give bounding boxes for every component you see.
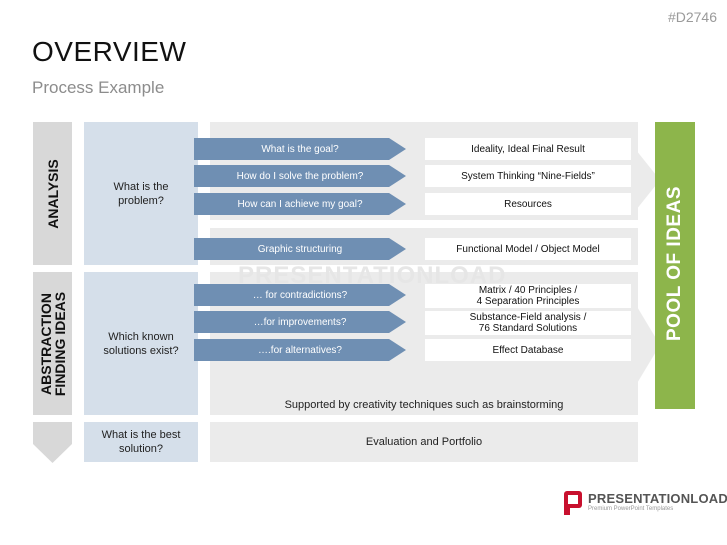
- down-arrow-icon: [33, 422, 72, 463]
- step-arrow-achieve: How can I achieve my goal?: [194, 193, 406, 215]
- question-solutions-line1: Which known: [108, 330, 174, 343]
- result-ideality-text: Ideality, Ideal Final Result: [471, 143, 585, 155]
- supported-note: Supported by creativity techniques such …: [284, 399, 564, 411]
- result-substance-field-line1: Substance-Field analysis /: [469, 312, 587, 323]
- question-best-line2: solution?: [118, 443, 164, 455]
- question-box-best-solution: What is the best solution?: [84, 422, 198, 462]
- page-subtitle: Process Example: [32, 78, 165, 97]
- result-resources-text: Resources: [504, 198, 552, 210]
- result-box-functional-model: Functional Model / Object Model: [425, 238, 631, 260]
- result-substance-field-line2: 76 Standard Solutions: [478, 323, 578, 334]
- abstraction-phase-bar: ABSTRACTION FINDING IDEAS: [33, 272, 72, 415]
- result-box-effect-database: Effect Database: [425, 339, 631, 361]
- result-functional-model-text: Functional Model / Object Model: [456, 243, 600, 255]
- footer-brand: PRESENTATIONLOAD: [588, 491, 727, 506]
- result-box-substance-field: Substance-Field analysis /76 Standard So…: [425, 311, 631, 335]
- analysis-phase-bar: ANALYSIS: [33, 122, 72, 265]
- abstraction-label-line2: FINDING IDEAS: [52, 291, 68, 397]
- page-title: OVERVIEW: [32, 36, 187, 67]
- result-system-thinking-text: System Thinking “Nine-Fields”: [461, 170, 595, 182]
- footer-tagline: Premium PowerPoint Templates: [588, 506, 674, 512]
- evaluation-band: [210, 422, 638, 462]
- evaluation-label: Evaluation and Portfolio: [365, 436, 483, 448]
- step-arrow-improvements: …for improvements?: [194, 311, 406, 333]
- result-box-ideality: Ideality, Ideal Final Result: [425, 138, 631, 160]
- question-problem-line2: problem?: [118, 194, 164, 207]
- abstraction-label-line1: ABSTRACTION: [38, 293, 54, 395]
- step-arrow-contradictions: … for contradictions?: [194, 284, 406, 306]
- step-arrow-alternatives: ….for alternatives?: [194, 339, 406, 361]
- result-matrix-line2: 4 Separation Principles: [476, 296, 580, 307]
- question-problem-line1: What is the: [113, 180, 169, 193]
- abstraction-label: ABSTRACTION FINDING IDEAS: [38, 274, 68, 414]
- connector-arrow-upper: [636, 150, 660, 210]
- pl-logo-icon: [564, 491, 582, 515]
- step-arrow-solve: How do I solve the problem?: [194, 165, 406, 187]
- pool-of-ideas-bar: POOL OF IDEAS: [655, 122, 695, 409]
- slide-code: #D2746: [667, 9, 717, 25]
- result-matrix-line1: Matrix / 40 Principles /: [478, 285, 578, 296]
- step-arrow-graphic: Graphic structuring: [194, 238, 406, 260]
- result-effect-database-text: Effect Database: [492, 344, 564, 356]
- result-box-resources: Resources: [425, 193, 631, 215]
- pool-of-ideas-label: POOL OF IDEAS: [664, 185, 685, 341]
- question-solutions-line2: solutions exist?: [103, 344, 179, 357]
- step-arrow-goal: What is the goal?: [194, 138, 406, 160]
- result-box-system-thinking: System Thinking “Nine-Fields”: [425, 165, 631, 187]
- connector-arrow-lower: [636, 305, 660, 385]
- analysis-label: ANALYSIS: [45, 159, 61, 229]
- question-best-line1: What is the best: [101, 429, 181, 441]
- result-box-matrix: Matrix / 40 Principles /4 Separation Pri…: [425, 284, 631, 308]
